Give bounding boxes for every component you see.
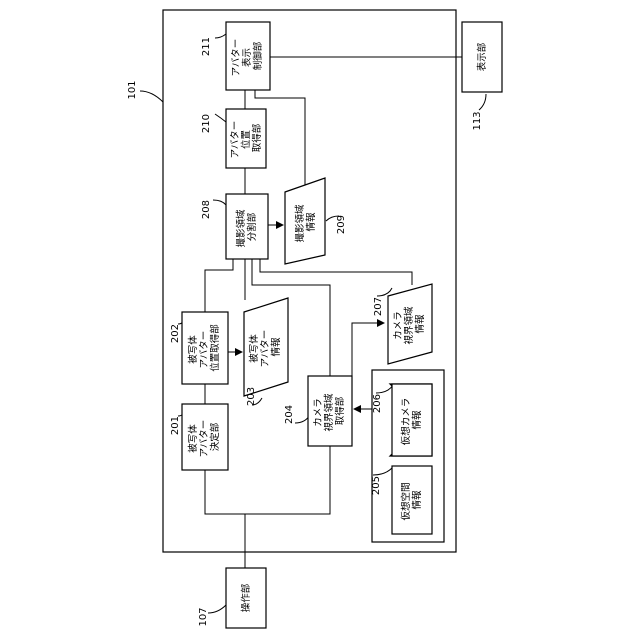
block-201: 被写体 アバター 決定部: [182, 404, 228, 470]
ref-113: 113: [472, 111, 483, 130]
block-207: カメラ 視界領域 情報: [388, 284, 432, 364]
ref-201: 201: [170, 416, 181, 435]
block-107: 操作部: [226, 568, 266, 628]
ref-206: 206: [372, 394, 383, 413]
ref-107: 107: [198, 607, 209, 626]
ref-210: 210: [201, 114, 212, 133]
ref-211: 211: [201, 37, 212, 56]
ref-204: 204: [284, 405, 295, 424]
ref-208: 208: [201, 200, 212, 219]
block-113: 表示部: [462, 22, 502, 92]
block-204: カメラ 視界領域 取得部: [308, 376, 352, 446]
block-206: 仮想カメラ 情報: [390, 384, 432, 456]
block-211: アバター 表示 制御部: [226, 22, 270, 90]
ref-101: 101: [127, 80, 138, 99]
block-210: アバター 位置 取得部: [226, 109, 266, 168]
block-208: 撮影領域 分割部: [226, 194, 268, 259]
ref-207: 207: [373, 297, 384, 316]
svg-text:操作部: 操作部: [240, 584, 252, 613]
ref-202: 202: [170, 324, 181, 343]
block-209: 撮影領域 情報: [285, 178, 325, 264]
ref-205: 205: [371, 476, 382, 495]
ref-209: 209: [336, 215, 347, 234]
block-205: 仮想空間 情報: [392, 466, 432, 534]
svg-text:被写体 アバター 決定部: 被写体 アバター 決定部: [187, 417, 221, 458]
svg-text:表示部: 表示部: [476, 43, 488, 72]
block-203: 被写体 アバター 情報: [244, 298, 288, 396]
ref-203: 203: [246, 387, 257, 406]
block-202: 被写体 アバター 位置取得部: [182, 312, 228, 384]
